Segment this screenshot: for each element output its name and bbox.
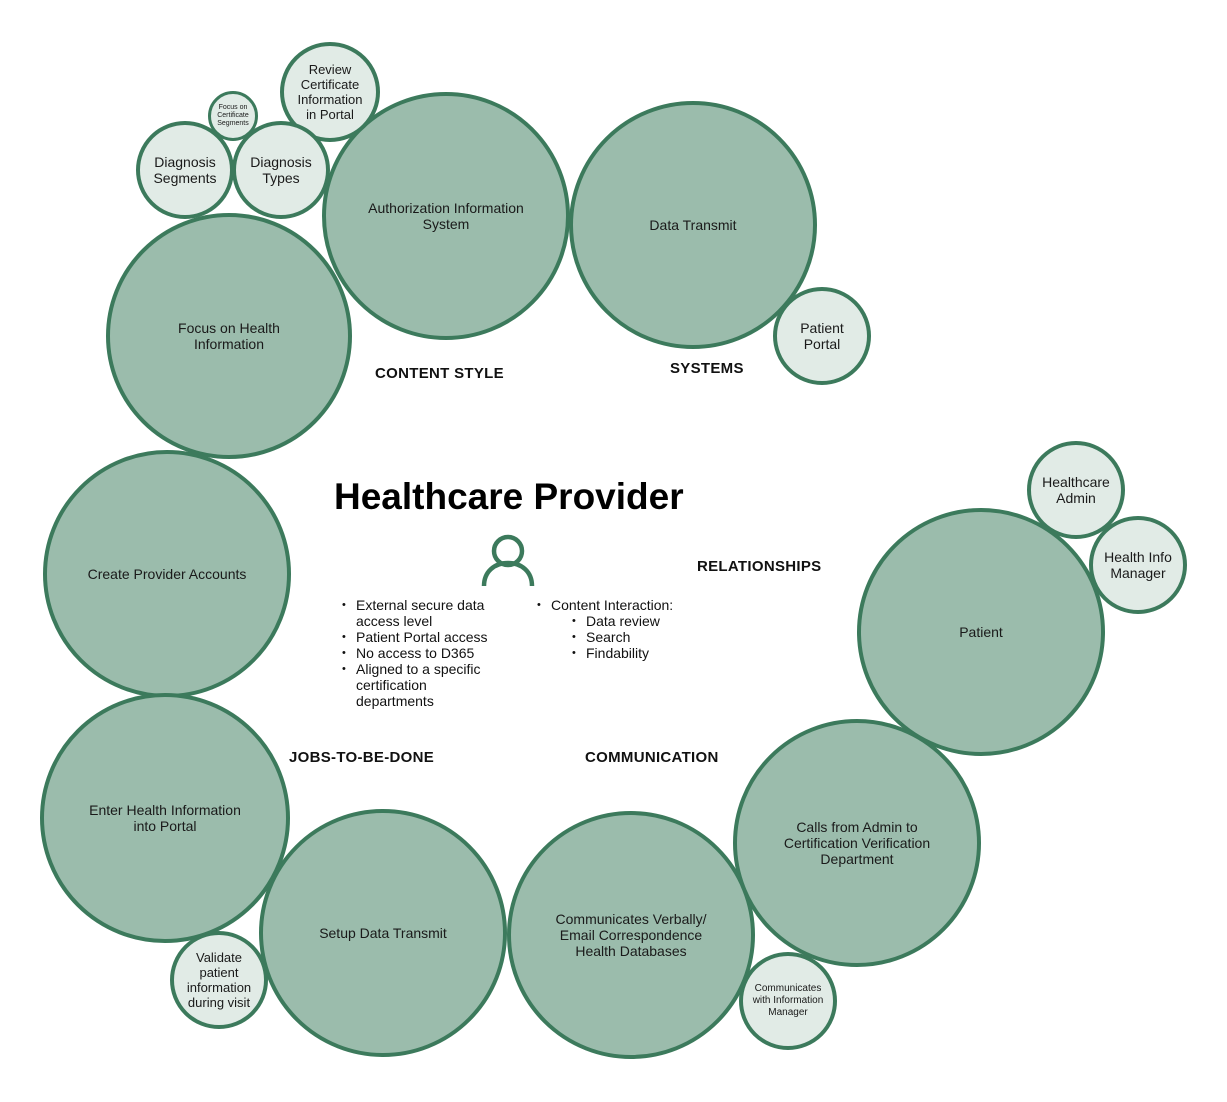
bubble-review-certificate: Review Certificate Information in Portal — [280, 42, 380, 142]
bubble-label: Diagnosis Segments — [153, 154, 217, 186]
bubble-label: Review Certificate Information in Portal — [297, 62, 363, 122]
persona-title: Healthcare Provider — [334, 476, 684, 517]
attribute-item: No access to D365 — [342, 645, 507, 661]
bubble-label: Patient Portal — [800, 320, 844, 352]
bubble-focus-health-information: Focus on Health Information — [106, 213, 352, 459]
bubble-label: Validate patient information during visi… — [186, 950, 252, 1010]
bubble-patient: Patient — [857, 508, 1105, 756]
attributes-list: External secure data access level Patien… — [342, 597, 507, 709]
bubble-data-transmit: Data Transmit — [569, 101, 817, 349]
content-interaction-item: Content Interaction: Data review Search … — [537, 597, 707, 661]
bubble-label: Focus on Certificate Segments — [217, 104, 249, 127]
bubble-label: Calls from Admin to Certification Verifi… — [783, 819, 931, 867]
attribute-item: Aligned to a specific certification depa… — [342, 661, 507, 709]
content-interaction-subitem: Search — [572, 629, 707, 645]
bubble-create-provider-accounts: Create Provider Accounts — [43, 450, 291, 698]
section-label-communication: COMMUNICATION — [585, 749, 719, 766]
person-icon — [481, 534, 535, 587]
bubble-patient-portal: Patient Portal — [773, 287, 871, 385]
bubble-validate-patient-information: Validate patient information during visi… — [170, 931, 268, 1029]
bubble-label: Data Transmit — [649, 217, 737, 233]
bubble-healthcare-admin: Healthcare Admin — [1027, 441, 1125, 539]
content-interaction-list: Content Interaction: Data review Search … — [537, 597, 707, 661]
bubble-label: Enter Health Information into Portal — [89, 802, 241, 834]
bubble-label: Focus on Health Information — [178, 320, 280, 352]
bubble-label: Communicates Verbally/ Email Corresponde… — [555, 911, 707, 959]
bubble-communicates-verbally: Communicates Verbally/ Email Corresponde… — [507, 811, 755, 1059]
bubble-calls-from-admin: Calls from Admin to Certification Verifi… — [733, 719, 981, 967]
bubble-label: Diagnosis Types — [250, 154, 312, 186]
attribute-item: Patient Portal access — [342, 629, 507, 645]
bubble-enter-health-information: Enter Health Information into Portal — [40, 693, 290, 943]
bubble-health-info-manager: Health Info Manager — [1089, 516, 1187, 614]
section-label-relationships: RELATIONSHIPS — [697, 558, 822, 575]
bubble-label: Communicates with Information Manager — [752, 983, 824, 1018]
section-label-systems: SYSTEMS — [670, 360, 744, 377]
bubble-diagnosis-types: Diagnosis Types — [232, 121, 330, 219]
bubble-label: Setup Data Transmit — [319, 925, 447, 941]
bubble-label: Patient — [959, 624, 1003, 640]
bubble-label: Healthcare Admin — [1042, 474, 1110, 506]
bubble-communicates-information-manager: Communicates with Information Manager — [739, 952, 837, 1050]
bubble-setup-data-transmit: Setup Data Transmit — [259, 809, 507, 1057]
section-label-content-style: CONTENT STYLE — [375, 365, 504, 382]
bubble-diagnosis-segments: Diagnosis Segments — [136, 121, 234, 219]
content-interaction-label: Content Interaction: — [551, 597, 674, 613]
section-label-jobs-to-be-done: JOBS-TO-BE-DONE — [289, 749, 435, 766]
bubble-label: Health Info Manager — [1104, 549, 1172, 581]
bubble-label: Create Provider Accounts — [87, 566, 247, 582]
bubble-authorization-information-system: Authorization Information System — [322, 92, 570, 340]
content-interaction-subitem: Findability — [572, 645, 707, 661]
attribute-item: External secure data access level — [342, 597, 507, 629]
bubble-label: Authorization Information System — [368, 200, 524, 232]
content-interaction-subitem: Data review — [572, 613, 707, 629]
